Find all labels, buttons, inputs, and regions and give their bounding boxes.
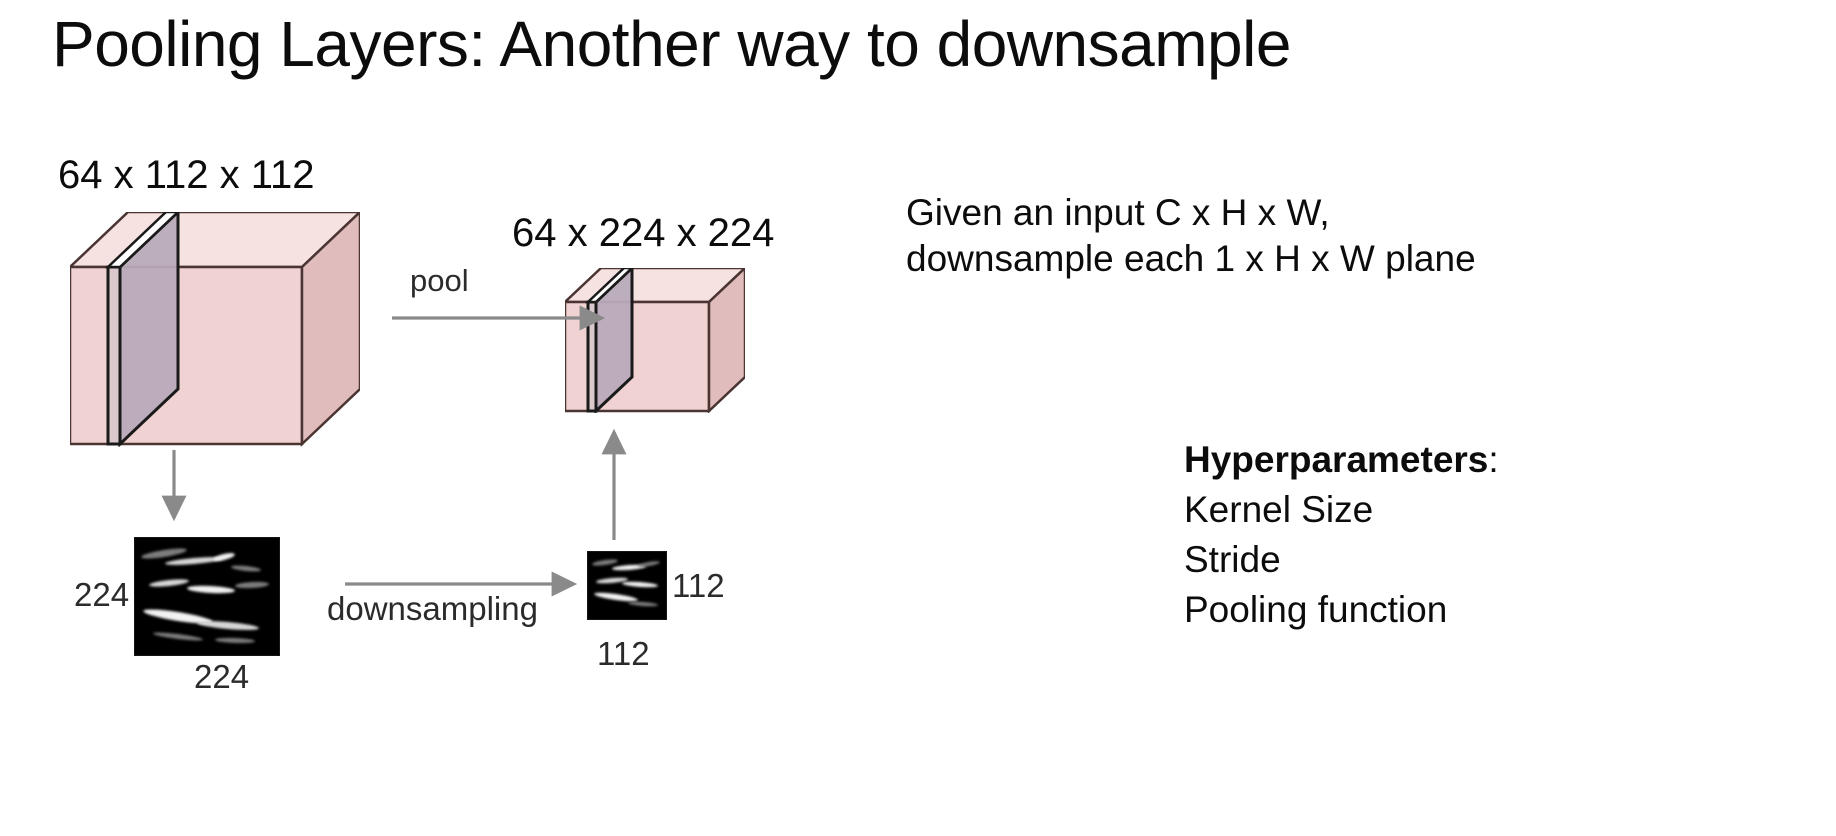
hyperparameter-item-pooling-function: Pooling function bbox=[1184, 589, 1448, 630]
small-image-height-label: 112 bbox=[672, 567, 725, 604]
output-ultrasound-thumbnail bbox=[587, 551, 667, 620]
big-feature-map-cube bbox=[66, 208, 364, 452]
downsampling-arrow-label: downsampling bbox=[327, 590, 538, 627]
hyperparameters-block: Hyperparameters: Kernel Size Stride Pool… bbox=[1184, 437, 1499, 633]
big-image-width-label: 224 bbox=[194, 658, 250, 695]
hyperparameters-heading-colon: : bbox=[1488, 439, 1499, 480]
page-title: Pooling Layers: Another way to downsampl… bbox=[52, 8, 1291, 80]
explanation-line-2: downsample each 1 x H x W plane bbox=[906, 238, 1476, 279]
big-image-height-label: 224 bbox=[74, 576, 130, 613]
hyperparameter-item-stride: Stride bbox=[1184, 539, 1281, 580]
small-image-width-label: 112 bbox=[597, 635, 650, 672]
explanation-line-1: Given an input C x H x W, bbox=[906, 192, 1330, 233]
pool-arrow-label: pool bbox=[410, 263, 469, 298]
input-ultrasound-thumbnail bbox=[134, 537, 280, 656]
small-cube-dimension-label: 64 x 224 x 224 bbox=[512, 211, 775, 255]
hyperparameters-heading-text: Hyperparameters bbox=[1184, 439, 1489, 480]
big-cube-dimension-label: 64 x 112 x 112 bbox=[58, 153, 315, 197]
explanation-block: Given an input C x H x W, downsample eac… bbox=[906, 190, 1476, 282]
hyperparameter-item-kernel-size: Kernel Size bbox=[1184, 489, 1374, 530]
hyperparameters-heading: Hyperparameters: bbox=[1184, 437, 1499, 483]
small-feature-map-cube bbox=[561, 264, 749, 418]
